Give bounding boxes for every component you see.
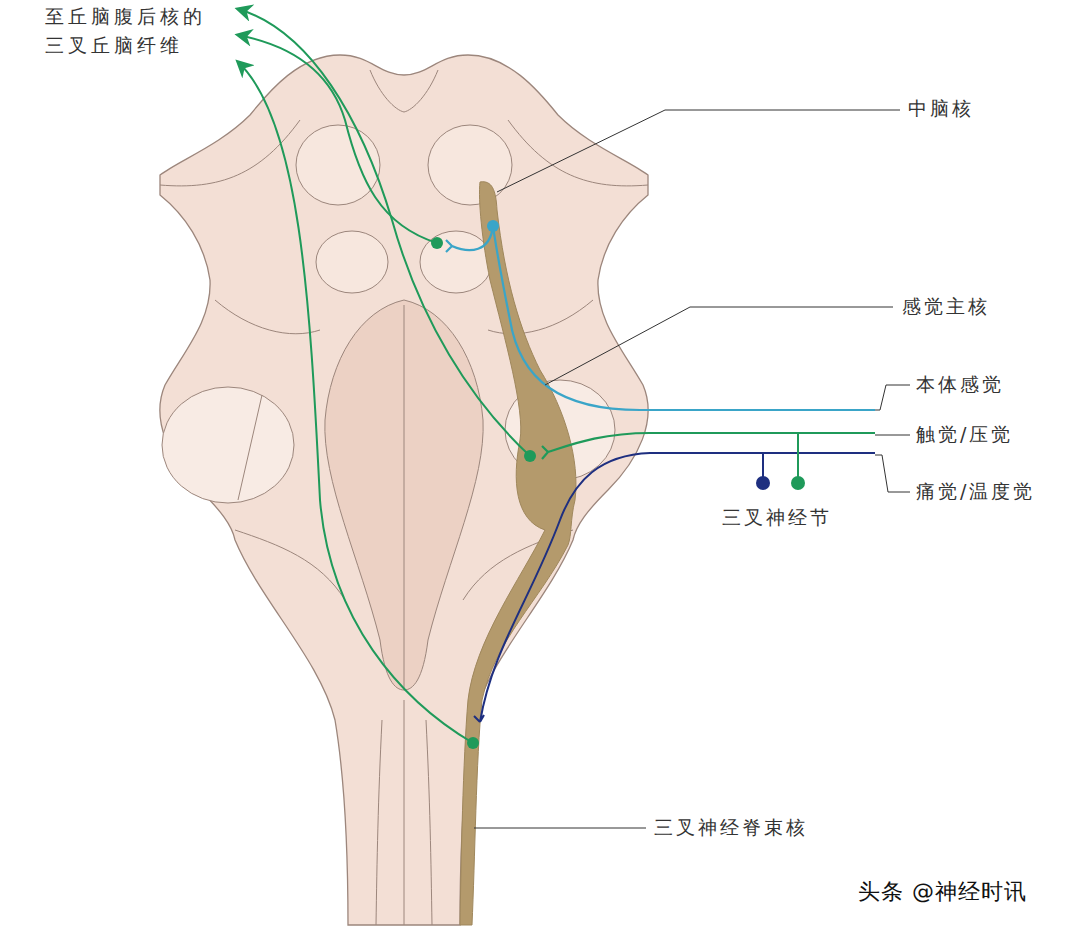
- leader-line: [474, 828, 646, 829]
- sensation-label: 触觉/压觉: [916, 422, 1013, 447]
- trigeminothalamic-fiber: [238, 35, 437, 243]
- neuron-dot: [524, 450, 536, 462]
- part-label: 中脑核: [908, 96, 974, 121]
- sensation-label: 痛觉/温度觉: [916, 479, 1035, 504]
- fiber-label: 至丘脑腹后核的 三叉丘脑纤维: [45, 2, 217, 61]
- neuron-dot: [487, 220, 499, 232]
- sensation-label: 本体感觉: [916, 372, 1004, 397]
- touch-fiber: [542, 433, 875, 459]
- bracket-line: [875, 385, 910, 410]
- neuron-dot: [431, 237, 443, 249]
- part-label: 三叉神经脊束核: [654, 815, 808, 840]
- midline: [376, 305, 432, 925]
- ganglion-cell: [756, 476, 770, 490]
- leader-line: [545, 307, 893, 385]
- part-label: 感觉主核: [902, 294, 990, 319]
- trigeminal-nucleus: [460, 182, 576, 925]
- cerebellar-peduncle: [162, 387, 294, 503]
- neuron-dot: [467, 737, 479, 749]
- superior-colliculus: [428, 125, 512, 205]
- ganglion-cell: [791, 476, 805, 490]
- trigeminothalamic-fiber: [238, 9, 530, 456]
- superior-colliculus: [296, 125, 380, 205]
- inferior-colliculus: [316, 231, 388, 293]
- peduncle-line: [238, 395, 262, 500]
- ganglion-stem: [797, 433, 799, 483]
- bracket-line: [875, 455, 910, 492]
- bracket-line: [875, 435, 910, 436]
- leader-line: [497, 110, 900, 192]
- watermark: 头条 @神经时讯: [858, 878, 1027, 907]
- proprioception-fiber: [446, 226, 493, 252]
- trigeminothalamic-fiber: [238, 62, 473, 743]
- part-label: 三叉神经节: [722, 505, 832, 530]
- pain-fiber: [474, 453, 875, 722]
- thalamus-line: [160, 70, 648, 186]
